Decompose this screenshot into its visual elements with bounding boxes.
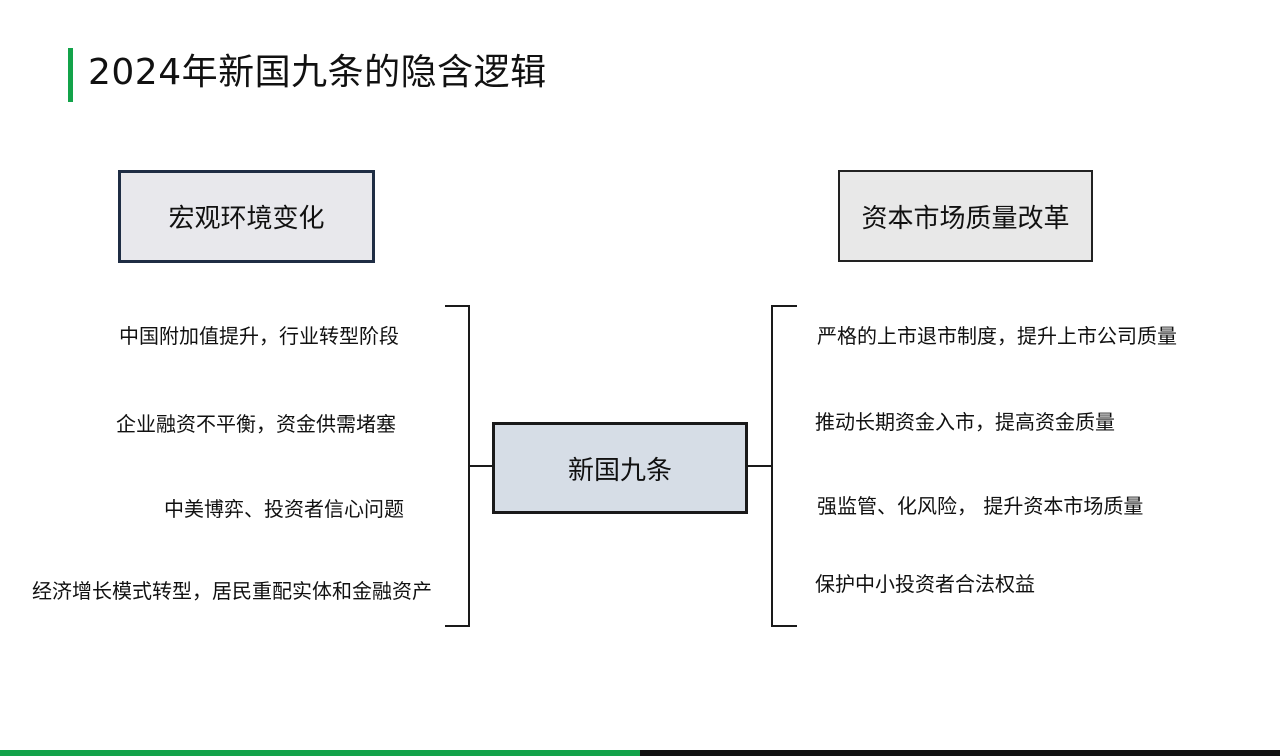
page-title: 2024年新国九条的隐含逻辑 — [88, 52, 547, 93]
left-item-2: 企业融资不平衡，资金供需堵塞 — [116, 412, 396, 436]
title-accent-bar — [68, 48, 73, 102]
right-bracket — [771, 305, 797, 627]
macro-environment-box: 宏观环境变化 — [118, 170, 375, 263]
right-item-3: 强监管、化风险， 提升资本市场质量 — [817, 494, 1144, 518]
left-item-4: 经济增长模式转型，居民重配实体和金融资产 — [32, 579, 432, 603]
right-item-2: 推动长期资金入市，提高资金质量 — [815, 410, 1115, 434]
right-item-4: 保护中小投资者合法权益 — [815, 572, 1035, 596]
bottom-bar-dark — [640, 750, 1280, 756]
center-node-box: 新国九条 — [492, 422, 748, 514]
right-item-1: 严格的上市退市制度，提升上市公司质量 — [817, 324, 1177, 348]
bottom-bar-green — [0, 750, 640, 756]
left-bracket — [445, 305, 470, 627]
left-item-1: 中国附加值提升，行业转型阶段 — [119, 324, 399, 348]
left-item-3: 中美博弈、投资者信心问题 — [164, 497, 404, 521]
capital-market-reform-box: 资本市场质量改革 — [838, 170, 1093, 262]
